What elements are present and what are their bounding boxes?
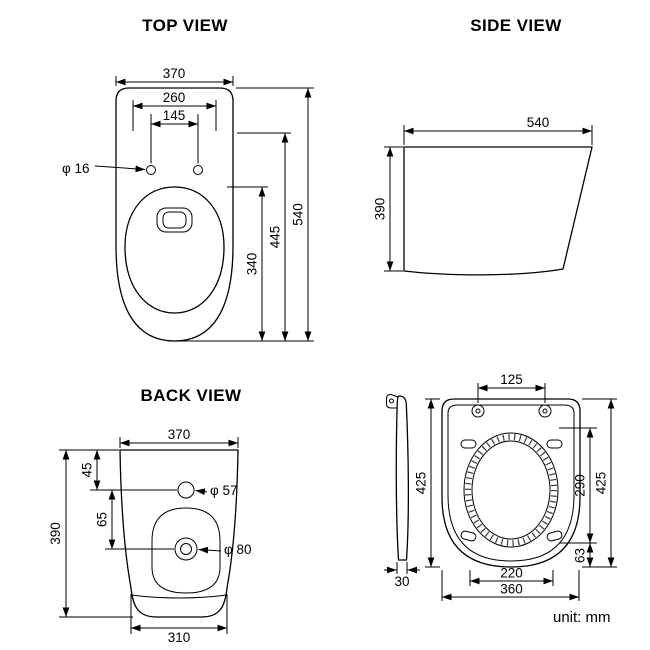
seat-bolt-hole-right (193, 165, 203, 175)
dim-text: 340 (245, 253, 260, 276)
seat-view: 125 290 63 425 425 220 (384, 372, 617, 601)
dim-text: 370 (163, 66, 186, 81)
unit-label: unit: mm (553, 609, 611, 626)
dim-text: 125 (500, 372, 523, 387)
dim-text: 425 (414, 472, 429, 495)
dim-front-depth: 63 (573, 543, 617, 568)
dim-opening-length: 290 (559, 427, 597, 544)
dim-text: 30 (394, 574, 409, 589)
outlet-hole-inner (180, 543, 192, 555)
dim-text: 540 (291, 203, 306, 226)
dim-text: 390 (48, 522, 63, 545)
back-view: BACK VIEW 370 45 65 390 (48, 386, 252, 645)
dim-text: 540 (527, 115, 550, 130)
dim-text: 310 (168, 630, 191, 645)
dim-top-to-inlet: 45 (59, 449, 177, 491)
dim-text: 425 (594, 472, 609, 495)
flush-opening-outer (156, 207, 193, 233)
dim-depth-to-holes: 445 (237, 132, 291, 341)
water-inlet-hole (177, 481, 195, 499)
bumper-top-right (546, 439, 563, 449)
seat-outline-inner (447, 404, 575, 562)
dim-text: 220 (500, 566, 523, 581)
seat-ring-outer (463, 432, 559, 548)
bumper-top-left (460, 439, 477, 449)
dim-back-width: 370 (119, 427, 239, 448)
dim-text: 63 (573, 548, 588, 563)
dim-seat-length-right: 425 (582, 398, 617, 567)
dim-bolt-span: 260 (132, 90, 217, 131)
back-view-title: BACK VIEW (141, 386, 242, 405)
seat-outline-outer (441, 398, 581, 568)
seat-ring-inner (471, 440, 551, 540)
dim-bowl-depth: 340 (227, 186, 268, 341)
back-outline (119, 449, 239, 618)
bolt-hole-label: φ 16 (62, 161, 90, 176)
inlet-hole-label: φ 57 (210, 483, 238, 498)
seat-side-profile (386, 393, 410, 561)
dim-side-height: 390 (373, 146, 403, 272)
inlet-hole-callout: φ 57 (195, 483, 238, 498)
toilet-body-outline (115, 87, 234, 342)
dim-text: 370 (168, 427, 191, 442)
top-view: TOP VIEW 370 260 145 φ 16 (62, 16, 314, 342)
bumper-bottom-right (546, 530, 563, 542)
seat-bolt-hole-left (146, 165, 156, 175)
dim-seat-width: 360 (441, 570, 580, 601)
hinge-hole-right (538, 404, 552, 418)
seat-hinge-hook (386, 393, 399, 409)
bolt-hole-callout: φ 16 (62, 161, 146, 176)
dim-text: 65 (95, 512, 110, 527)
dim-text: 290 (573, 474, 588, 497)
seat-side-outline (395, 395, 410, 561)
outlet-hole-callout: φ 80 (198, 542, 252, 557)
dim-inlet-to-outlet: 65 (95, 490, 174, 550)
base-seam-line (130, 594, 228, 599)
side-profile-outline (403, 146, 593, 276)
leader-line (94, 165, 146, 173)
dim-text: 45 (80, 462, 95, 477)
dim-back-height: 390 (48, 450, 133, 618)
dim-text: 145 (163, 108, 186, 123)
dim-text: 360 (500, 582, 523, 597)
outlet-hole-outer (174, 537, 198, 561)
outlet-hole-label: φ 80 (224, 542, 252, 557)
bumper-bottom-left (460, 530, 477, 542)
leader-line (195, 488, 208, 496)
hinge-hole-left (471, 404, 485, 418)
dim-bolt-span-inner: 145 (150, 108, 199, 164)
dim-seat-length-left: 425 (414, 398, 440, 568)
dim-base-width: 310 (130, 594, 228, 645)
dim-top-width: 370 (115, 66, 234, 86)
dim-total-depth: 540 (178, 87, 314, 342)
dim-text: 390 (373, 198, 388, 221)
outlet-recess-outline (151, 507, 221, 594)
hinge-hole-right-pin (542, 408, 548, 414)
hinge-damper (389, 398, 394, 404)
flush-opening-inner (162, 211, 187, 229)
dim-opening-width: 220 (469, 566, 554, 586)
side-view: SIDE VIEW 540 390 (373, 16, 593, 276)
dim-side-depth: 540 (403, 115, 593, 145)
bowl-outline (124, 186, 225, 314)
top-view-title: TOP VIEW (142, 16, 228, 35)
dim-text: 260 (163, 90, 186, 105)
hinge-hole-left-pin (475, 408, 481, 414)
seat-ring-hatching (465, 434, 557, 546)
dim-text: 445 (268, 226, 283, 249)
dim-seat-thickness: 30 (384, 562, 420, 589)
leader-line (198, 546, 222, 554)
side-view-title: SIDE VIEW (470, 16, 562, 35)
dim-hinge-span: 125 (477, 372, 546, 403)
